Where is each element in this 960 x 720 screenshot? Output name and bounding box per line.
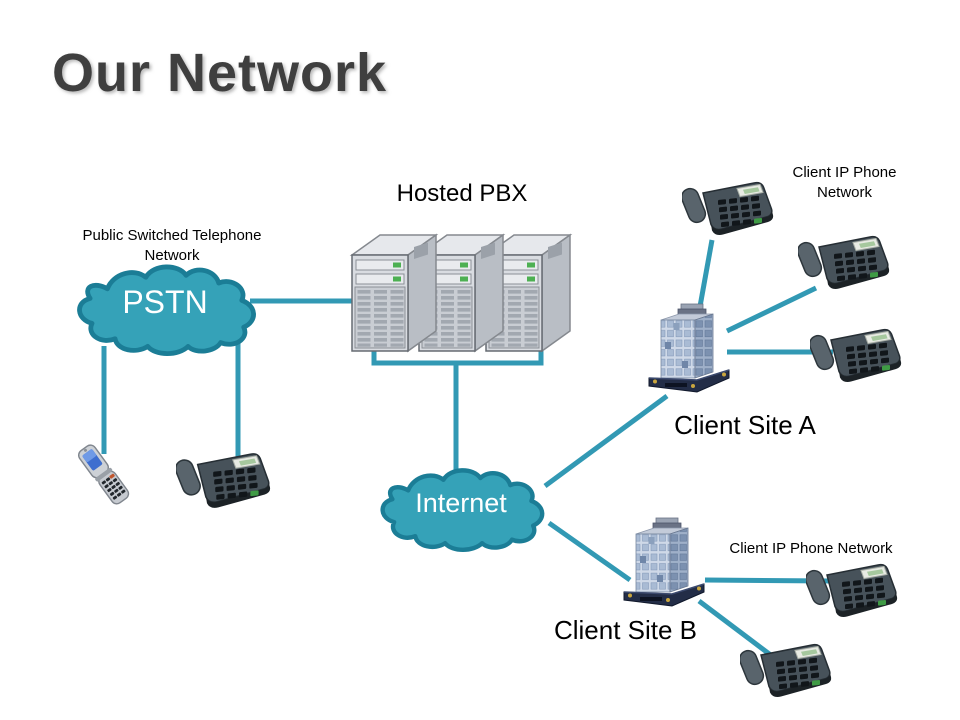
client-site-b-label: Client Site B (553, 615, 698, 645)
ip-phone-icon (806, 558, 898, 620)
ip-phone-icon (740, 638, 832, 700)
ip-phone-icon (682, 176, 774, 238)
cell-phone-icon (72, 436, 138, 512)
ip-phone-icon (810, 323, 902, 385)
site-a-network-caption: Client IP Phone Network (792, 164, 897, 201)
hosted-pbx-label: Hosted PBX (396, 180, 528, 207)
link-internet-to-site-b (547, 520, 632, 583)
building-icon-site-a (641, 300, 741, 404)
desk-phone-icon (176, 447, 271, 511)
pstn-caption: Public Switched Telephone Network (82, 227, 262, 264)
server-icon (344, 221, 440, 353)
link-site-a-to-phone-1 (696, 239, 715, 313)
ip-phone-icon (798, 230, 890, 292)
link-internet-to-site-a (543, 393, 669, 489)
internet-label: Internet (415, 488, 507, 518)
link-site-b-to-phone-2 (697, 599, 778, 661)
slide-title: Our Network (52, 43, 388, 103)
link-site-a-to-phone-2 (725, 285, 818, 334)
site-b-network-caption: Client IP Phone Network (729, 540, 893, 557)
building-icon-site-b (616, 514, 716, 618)
pstn-label: PSTN (122, 284, 208, 320)
client-site-a-label: Client Site A (674, 410, 816, 440)
